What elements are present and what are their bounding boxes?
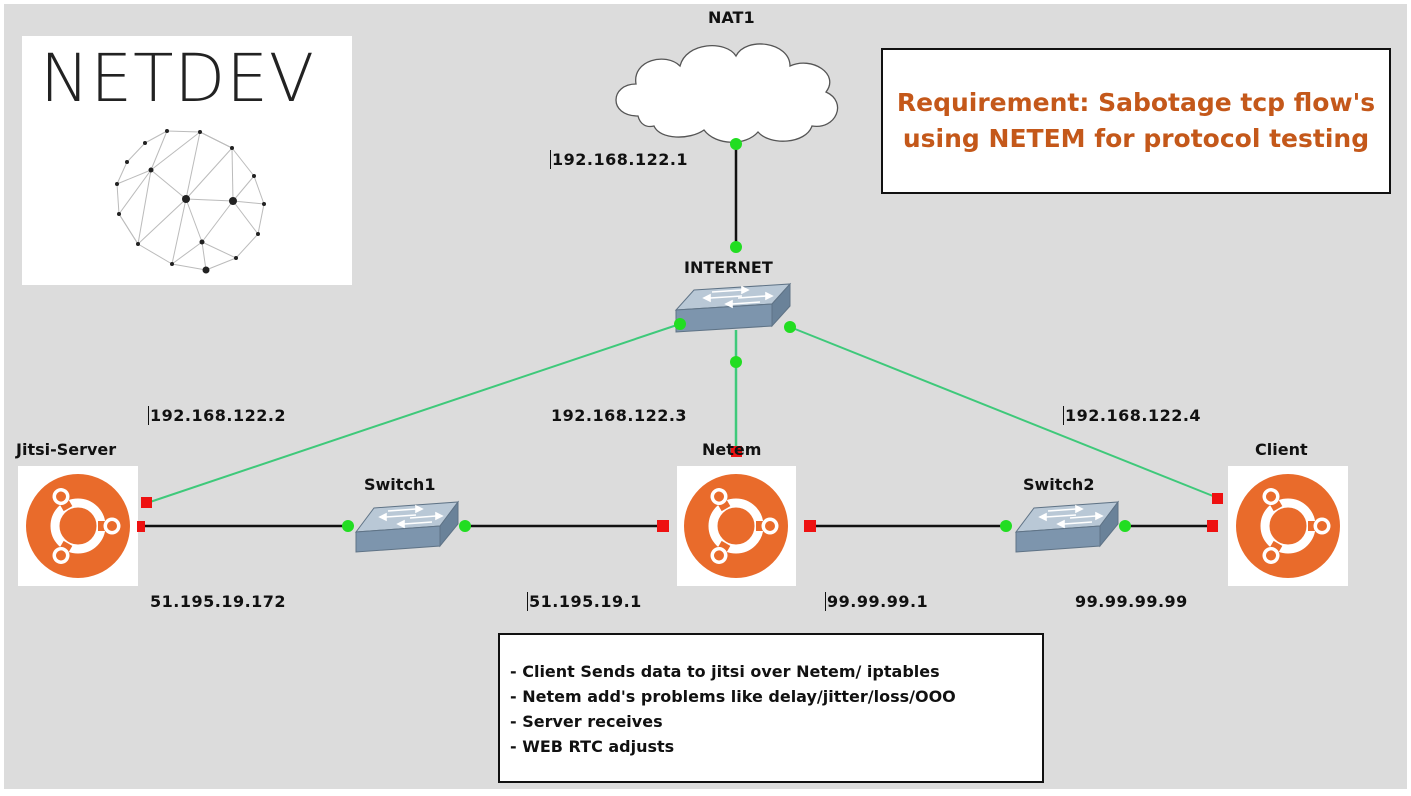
netem-label: Netem xyxy=(702,440,762,459)
ip-client-mgmt: 192.168.122.4 xyxy=(1063,406,1202,425)
ip-netem-right: 99.99.99.1 xyxy=(825,592,929,611)
nat-label: NAT1 xyxy=(708,8,755,27)
port-down xyxy=(1212,493,1223,504)
internet-switch xyxy=(674,282,792,333)
port-up xyxy=(784,321,796,333)
port-down xyxy=(141,497,152,508)
note-line: - WEB RTC adjusts xyxy=(510,737,675,756)
note-line: - Client Sends data to jitsi over Netem/… xyxy=(510,662,940,681)
port-down xyxy=(1207,520,1218,532)
ip-netem-mgmt: 192.168.122.3 xyxy=(551,406,688,425)
port-up xyxy=(730,241,742,253)
port-up xyxy=(459,520,471,532)
switch2 xyxy=(1014,500,1120,553)
switch2-label: Switch2 xyxy=(1023,475,1095,494)
requirement-text: Requirement: Sabotage tcp flow's using N… xyxy=(896,88,1376,153)
port-up xyxy=(1000,520,1012,532)
jitsi-label: Jitsi-Server xyxy=(16,440,117,459)
logo-text: NETDEV xyxy=(40,40,316,117)
network-globe-icon xyxy=(115,129,266,274)
note-line: - Server receives xyxy=(510,712,663,731)
client-label: Client xyxy=(1255,440,1308,459)
port-up xyxy=(730,356,742,368)
port-up xyxy=(1119,520,1131,532)
ip-jitsi-data: 51.195.19.172 xyxy=(150,592,287,611)
switch1 xyxy=(354,500,460,553)
netdev-logo: NETDEV xyxy=(22,36,352,285)
port-up xyxy=(342,520,354,532)
ip-client-data: 99.99.99.99 xyxy=(1075,592,1188,611)
note-line: - Netem add's problems like delay/jitter… xyxy=(510,687,956,706)
port-down xyxy=(657,520,669,532)
link-internet-jitsi xyxy=(146,323,681,504)
port-down xyxy=(731,446,742,457)
ip-nat-gateway: 192.168.122.1 xyxy=(550,150,689,169)
link-internet-client xyxy=(789,326,1219,499)
ip-netem-left: 51.195.19.1 xyxy=(527,592,642,611)
requirement-note[interactable]: Requirement: Sabotage tcp flow's using N… xyxy=(881,48,1391,194)
port-up xyxy=(674,318,686,330)
notes-box[interactable]: - Client Sends data to jitsi over Netem/… xyxy=(498,633,1044,783)
port-down xyxy=(804,520,816,532)
switch1-label: Switch1 xyxy=(364,475,436,494)
port-down xyxy=(137,521,145,532)
port-up xyxy=(730,138,742,150)
ip-jitsi-mgmt: 192.168.122.2 xyxy=(148,406,287,425)
internet-label: INTERNET xyxy=(684,258,773,277)
